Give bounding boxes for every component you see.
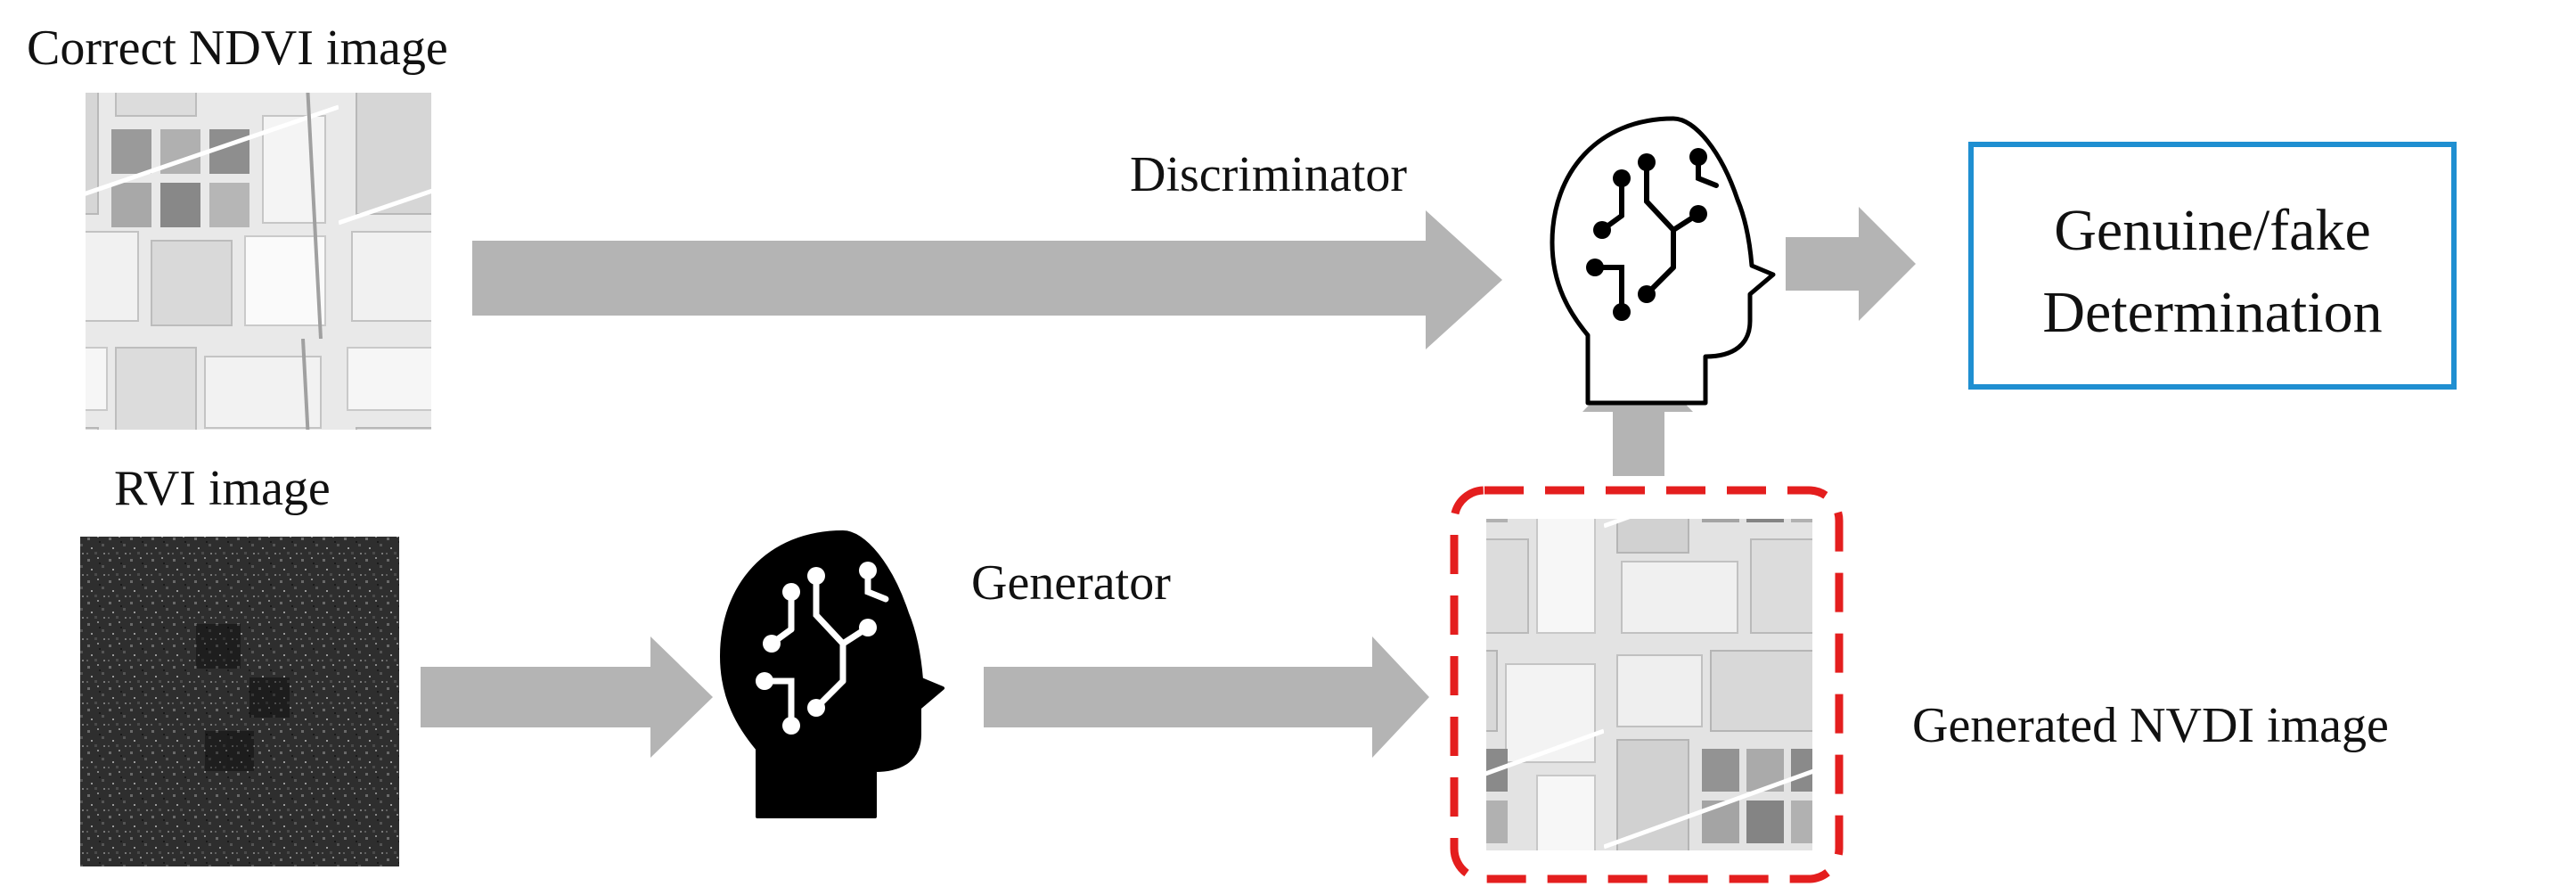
- arrow-discriminator-to-output: [1786, 207, 1916, 321]
- output-line-1: Genuine/fake: [2054, 198, 2371, 263]
- rvi-image-shadows: [196, 624, 290, 771]
- generated-image-label: Generated NVDI image: [1912, 698, 2389, 753]
- arrow-generator-to-generated: [984, 636, 1429, 758]
- generated-image-dashed-frame: [1450, 486, 1844, 883]
- arrow-ndvi-to-discriminator: [472, 210, 1502, 349]
- output-line-2: Determination: [2042, 280, 2382, 345]
- rvi-label: RVI image: [114, 461, 331, 516]
- discriminator-head-icon: [1550, 116, 1776, 406]
- rvi-image: [80, 537, 399, 866]
- generator-label: Generator: [971, 555, 1171, 611]
- correct-ndvi-image: [86, 93, 431, 430]
- arrow-rvi-to-generator: [421, 636, 713, 758]
- generator-head-icon: [720, 530, 945, 818]
- correct-ndvi-label: Correct NDVI image: [27, 21, 448, 76]
- output-box: [1968, 142, 2457, 390]
- generated-ndvi-image: [1486, 519, 1812, 850]
- discriminator-label: Discriminator: [1130, 147, 1407, 202]
